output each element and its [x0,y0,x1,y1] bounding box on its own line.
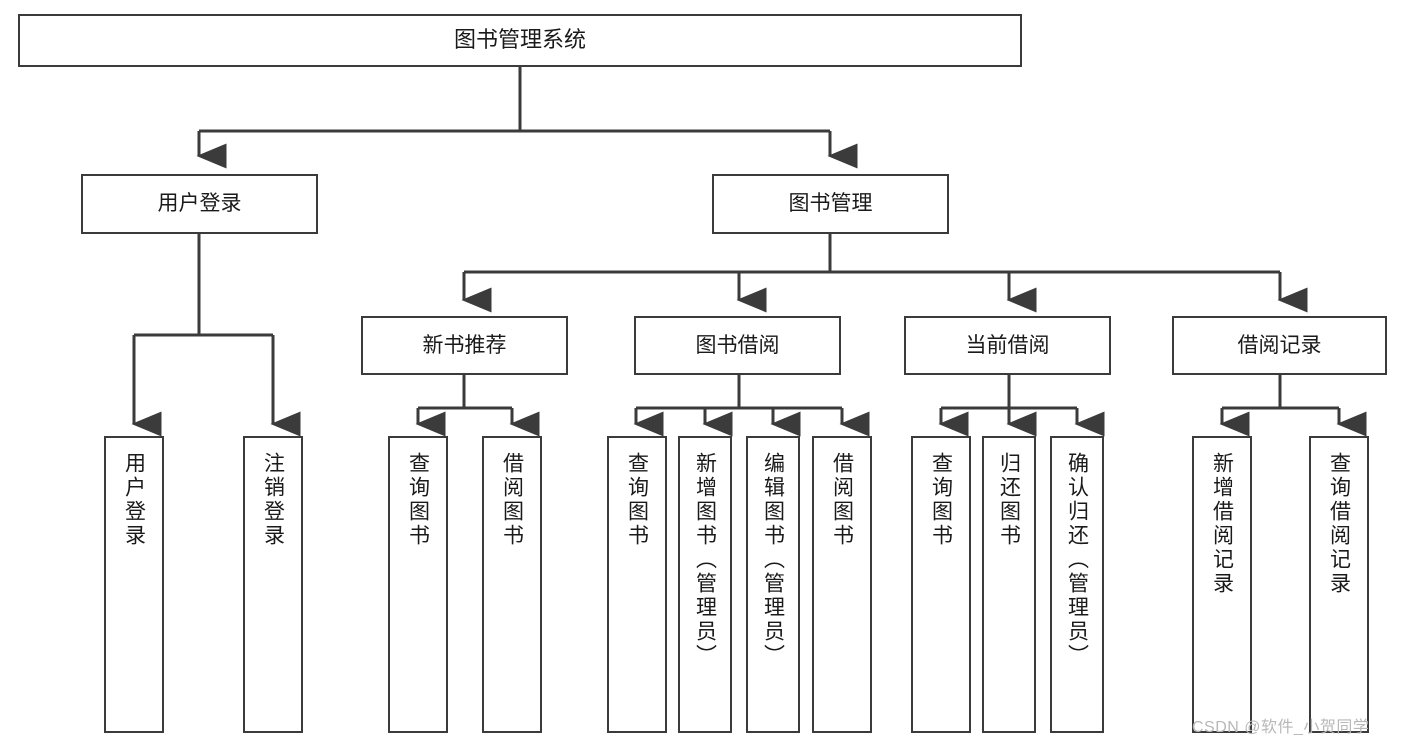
leaf-borrow-add-book-label: 新增图书（管理员） [693,452,717,668]
leaf-current-return-book-label: 归还图书 [997,452,1021,548]
csdn-watermark: CSDN @软件_小贺同学 [1192,719,1370,736]
leaf-borrow-query-book[interactable]: 查询图书 [607,436,667,733]
leaf-borrow-edit-book[interactable]: 编辑图书（管理员） [746,436,800,733]
node-book-management-label: 图书管理 [788,192,873,216]
leaf-current-return-book[interactable]: 归还图书 [982,436,1036,733]
node-borrow-record[interactable]: 借阅记录 [1172,316,1387,375]
node-new-book-recommend-label: 新书推荐 [422,333,507,357]
leaf-record-add-record[interactable]: 新增借阅记录 [1192,436,1252,733]
node-user-login[interactable]: 用户登录 [81,174,318,234]
node-root-label: 图书管理系统 [453,27,586,53]
leaf-current-confirm-return-label: 确认归还（管理员） [1065,452,1089,668]
leaf-record-query-record-label: 查询借阅记录 [1327,452,1351,596]
node-new-book-recommend[interactable]: 新书推荐 [361,316,568,375]
leaf-user-login-signout[interactable]: 注销登录 [243,436,303,733]
leaf-current-confirm-return[interactable]: 确认归还（管理员） [1050,436,1104,733]
leaf-current-query-book[interactable]: 查询图书 [911,436,971,733]
leaf-current-query-book-label: 查询图书 [929,452,953,548]
leaf-record-query-record[interactable]: 查询借阅记录 [1309,436,1369,733]
leaf-borrow-query-book-label: 查询图书 [625,452,649,548]
leaf-borrow-edit-book-label: 编辑图书（管理员） [761,452,785,668]
node-user-login-label: 用户登录 [157,192,242,216]
leaf-borrow-add-book[interactable]: 新增图书（管理员） [678,436,732,733]
node-current-borrow[interactable]: 当前借阅 [904,316,1111,375]
node-current-borrow-label: 当前借阅 [965,333,1050,357]
leaf-record-add-record-label: 新增借阅记录 [1210,452,1234,596]
node-borrow-record-label: 借阅记录 [1237,333,1322,357]
node-root[interactable]: 图书管理系统 [18,14,1022,67]
leaf-user-login-signin-label: 用户登录 [122,452,146,548]
leaf-recommend-query-book[interactable]: 查询图书 [388,436,448,733]
leaf-recommend-query-book-label: 查询图书 [406,452,430,548]
leaf-borrow-borrow-book[interactable]: 借阅图书 [812,436,872,733]
node-book-borrow[interactable]: 图书借阅 [634,316,841,375]
leaf-borrow-borrow-book-label: 借阅图书 [830,452,854,548]
leaf-recommend-borrow-book-label: 借阅图书 [500,452,524,548]
leaf-user-login-signin[interactable]: 用户登录 [104,436,164,733]
leaf-user-login-signout-label: 注销登录 [261,452,285,548]
node-book-borrow-label: 图书借阅 [695,333,780,357]
node-book-management[interactable]: 图书管理 [712,174,949,234]
leaf-recommend-borrow-book[interactable]: 借阅图书 [482,436,542,733]
